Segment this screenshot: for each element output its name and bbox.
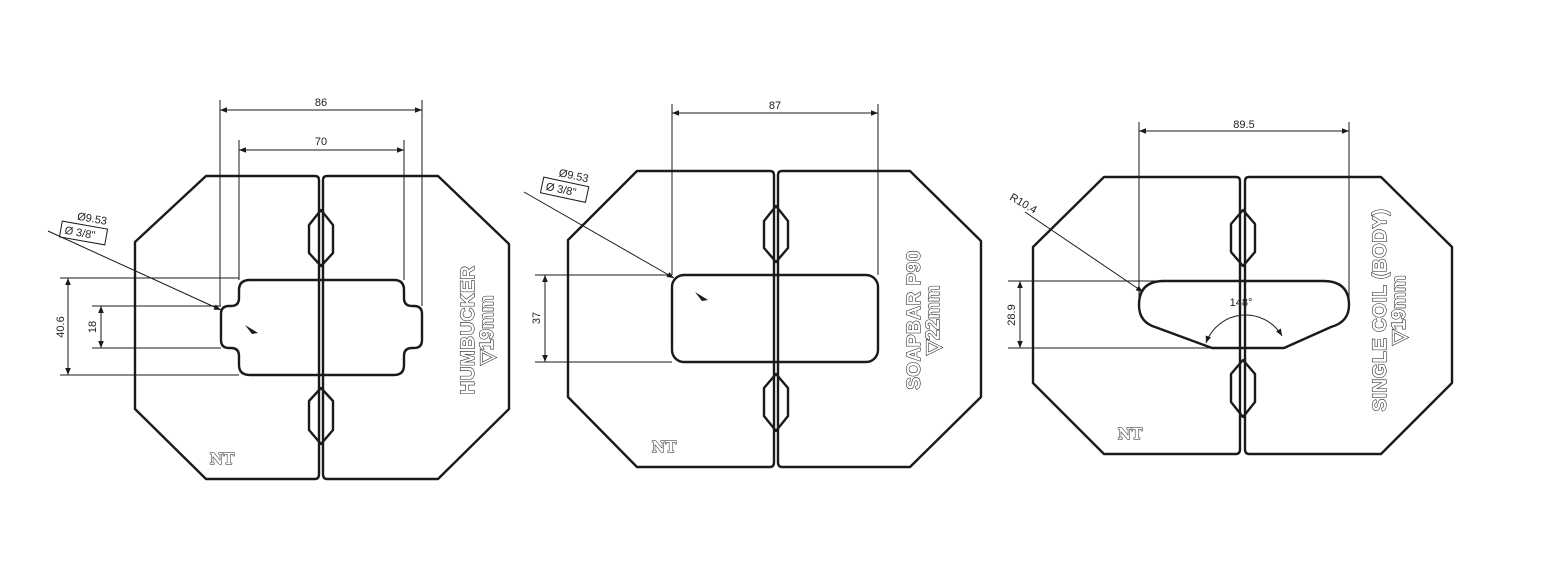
soapbar-cavity <box>670 273 880 364</box>
soapbar-alignment-key-top <box>762 204 790 264</box>
single-coil-template-right-half <box>1243 175 1454 456</box>
single-coil-alignment-key-top <box>1229 208 1257 268</box>
humbucker-nt-logo: NT <box>210 450 236 468</box>
single-coil-height-label: 28.9 <box>1006 304 1018 325</box>
single-coil-nt-logo: NT <box>1118 425 1144 443</box>
soapbar-template-left-half <box>566 169 776 469</box>
humbucker-template-left-half <box>133 174 321 481</box>
humbucker-hole-dia-label: Ø9.53 <box>76 211 108 228</box>
soapbar-template: 87 37 Ø9.53 Ø 3/8" SOAPBAR P90 ▽22mm NT <box>523 100 983 469</box>
single-coil-template-left-half <box>1031 175 1242 456</box>
single-coil-dimensions: 89.5 28.9 R10.4 148° <box>1006 119 1350 349</box>
soapbar-template-right-half <box>776 169 983 469</box>
soapbar-title: SOAPBAR P90 <box>904 250 925 390</box>
humbucker-cavity <box>219 278 424 377</box>
soapbar-nt-logo: NT <box>652 438 678 456</box>
humbucker-alignment-key-bottom <box>307 386 335 446</box>
humbucker-dimensions: 86 70 40.6 18 Ø9.53 Ø 3/8" <box>47 97 423 376</box>
humbucker-hole-dia-imperial-label: Ø 3/8" <box>64 225 97 242</box>
soapbar-width-label: 87 <box>769 100 781 112</box>
humbucker-alignment-key-top <box>307 208 335 268</box>
single-coil-alignment-key-bottom <box>1229 358 1257 419</box>
humbucker-center-marker <box>245 325 258 334</box>
soapbar-height-label: 37 <box>531 312 543 324</box>
soapbar-dimensions: 87 37 Ø9.53 Ø 3/8" <box>523 100 879 363</box>
single-coil-width-label: 89.5 <box>1233 119 1254 131</box>
humbucker-depth: ▽19mm <box>477 295 498 366</box>
soapbar-hole-dia-label: Ø9.53 <box>558 167 590 185</box>
humbucker-inner-width-label: 70 <box>315 136 327 148</box>
humbucker-template: 86 70 40.6 18 Ø9.53 Ø 3/8" HUMBUCKER ▽19… <box>47 97 511 481</box>
soapbar-center-marker <box>695 292 708 301</box>
humbucker-tab-height-label: 18 <box>87 321 99 333</box>
single-coil-template: 89.5 28.9 R10.4 148° SINGLE COIL (BODY) … <box>1006 119 1454 456</box>
humbucker-height-label: 40.6 <box>55 316 67 337</box>
soapbar-depth: ▽22mm <box>923 285 944 356</box>
single-coil-angle-label: 148° <box>1230 297 1253 309</box>
humbucker-title: HUMBUCKER <box>458 265 479 394</box>
single-coil-cavity <box>1137 279 1351 350</box>
humbucker-template-right-half <box>321 174 511 481</box>
single-coil-radius-label: R10.4 <box>1007 191 1038 216</box>
single-coil-title: SINGLE COIL (BODY) <box>1370 209 1391 412</box>
single-coil-depth: ▽19mm <box>1389 275 1410 346</box>
soapbar-alignment-key-bottom <box>762 372 790 433</box>
humbucker-outer-width-label: 86 <box>315 97 327 109</box>
